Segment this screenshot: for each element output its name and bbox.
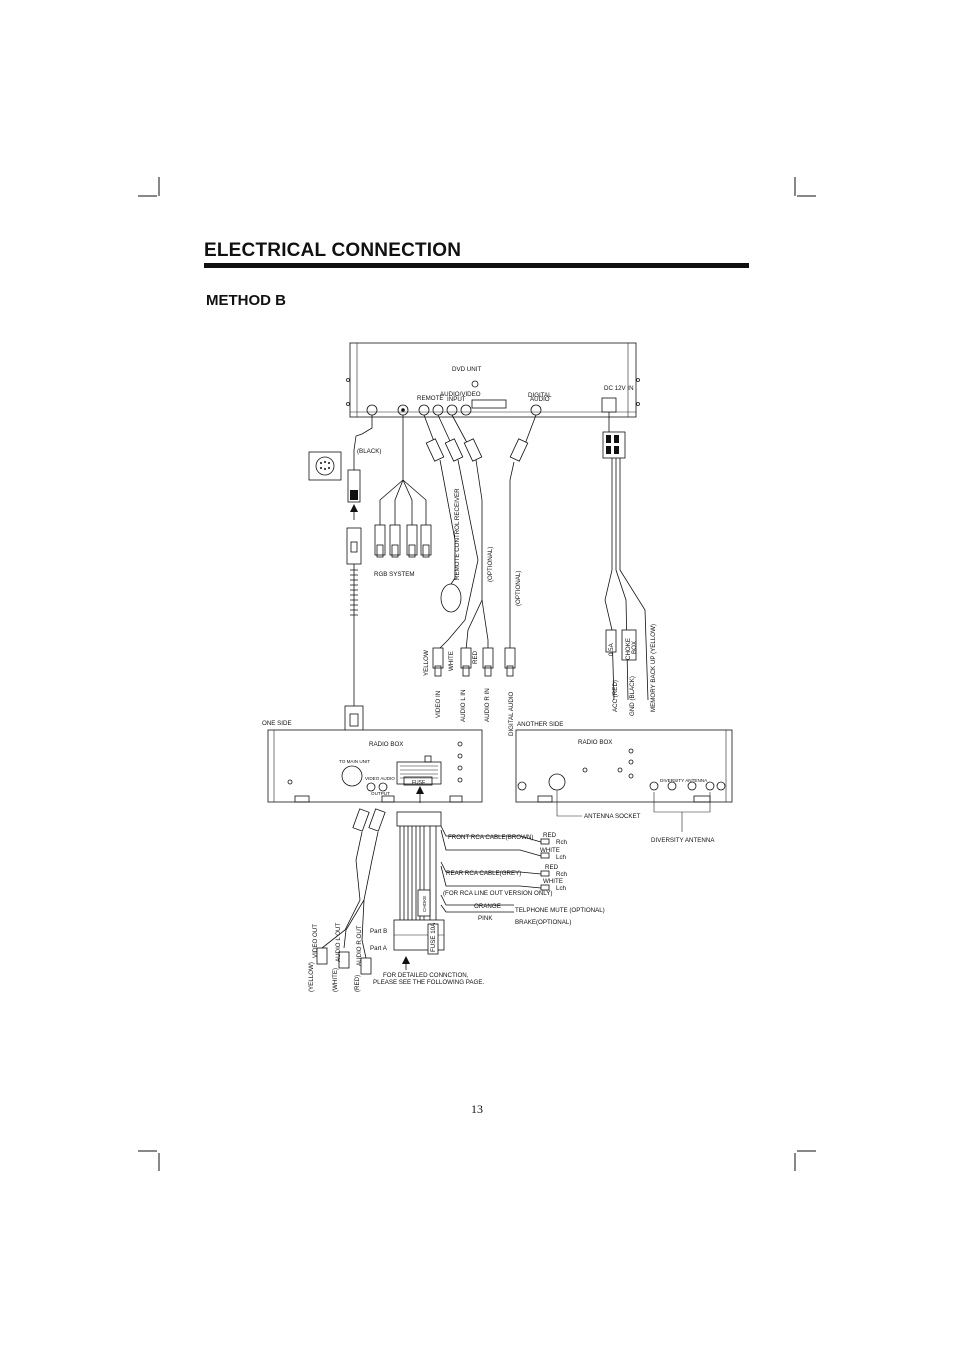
yellow-paren-label: (YELLOW) bbox=[308, 962, 315, 992]
dvd-unit-label: DVD UNIT bbox=[452, 366, 481, 373]
diversity-antenna-panel-label: DIVERSITY ANTENNA bbox=[660, 778, 708, 783]
wiring-harness bbox=[393, 811, 550, 970]
rgb-system-cable bbox=[374, 415, 432, 558]
red-label: RED bbox=[472, 650, 479, 664]
av-input-label-1: AUDIO/VIDEO bbox=[440, 391, 481, 398]
dvd-unit bbox=[346, 342, 640, 418]
to-main-unit-label: TO MAIN UNIT bbox=[339, 759, 370, 764]
detail-note-line1: FOR DETAILED CONNCTION, bbox=[383, 972, 469, 979]
digital-port-label-1: DIGITAL bbox=[528, 392, 552, 399]
white-label: WHITE bbox=[448, 651, 455, 671]
one-side-label: ONE SIDE bbox=[262, 720, 292, 727]
black-label: (BLACK) bbox=[357, 448, 381, 455]
page-number: 13 bbox=[471, 1102, 483, 1116]
rear-lch-label: Lch bbox=[556, 885, 567, 892]
front-red-label: RED bbox=[543, 832, 557, 839]
brake-label: BRAKE(OPTIONAL) bbox=[515, 919, 571, 926]
telephone-mute-label: TELPHONE MUTE (OPTIONAL) bbox=[515, 907, 605, 914]
fuse-label: FUSE bbox=[412, 780, 426, 786]
front-rch-label: Rch bbox=[556, 839, 568, 846]
black-connector-cable bbox=[308, 415, 373, 770]
memory-backup-label: MEMORY BACK UP (YELLOW) bbox=[650, 624, 657, 712]
fuse-05a-label: 0.5A bbox=[608, 642, 615, 656]
front-lch-label: Lch bbox=[556, 854, 567, 861]
radio-box-another-side bbox=[515, 729, 733, 832]
remote-receiver-label: REMOTE CONTROL RECEIVER bbox=[454, 488, 461, 580]
optional-av-label: (OPTIONAL) bbox=[487, 547, 494, 582]
part-a-label: Part A bbox=[370, 945, 388, 952]
section-title: METHOD B bbox=[206, 292, 286, 309]
acc-label: ACC (RED) bbox=[612, 680, 619, 712]
rear-white-label: WHITE bbox=[543, 878, 563, 885]
power-cable bbox=[602, 412, 649, 701]
radio-box-right-label: RADIO BOX bbox=[578, 739, 612, 746]
orange-label: ORANGE bbox=[474, 903, 501, 910]
choke-box-label-2: BOX bbox=[631, 641, 638, 654]
another-side-label: ANOTHER SIDE bbox=[517, 721, 563, 728]
rear-red-label: RED bbox=[545, 864, 559, 871]
audio-l-in-label: AUDIO L IN bbox=[460, 690, 467, 722]
choke-side-label: CHOKE bbox=[422, 896, 427, 912]
red-paren-label: (RED) bbox=[354, 975, 361, 992]
front-white-label: WHITE bbox=[540, 847, 560, 854]
diversity-antenna-label: DIVERSITY ANTENNA bbox=[651, 837, 715, 844]
av-input-cables bbox=[423, 414, 494, 677]
rgb-system-label: RGB SYSTEM bbox=[374, 571, 415, 578]
remote-label: REMOTE bbox=[417, 395, 443, 402]
optional-digital-label: (OPTIONAL) bbox=[515, 571, 522, 606]
radio-box-one-side bbox=[267, 729, 483, 803]
fuse-10a-label: FUSE 10A bbox=[430, 922, 437, 952]
front-rca-label: FRONT RCA CABLE(BROWN) bbox=[448, 834, 534, 841]
digital-audio-label: DIGITAL AUDIO bbox=[508, 691, 515, 736]
video-out-label: VIDEO OUT bbox=[312, 924, 319, 958]
rear-rca-label: REAR RCA CABLE(GREY) bbox=[446, 870, 521, 877]
output-label: OUTPUT bbox=[371, 791, 390, 796]
digital-port-label-2: AUDIO bbox=[530, 396, 550, 403]
audio-l-out-label: AUDIO L OUT bbox=[335, 922, 342, 962]
detail-note-line2: PLEASE SEE THE FOLLOWING PAGE. bbox=[373, 979, 484, 986]
choke-box-label-1: CHOKE bbox=[625, 638, 632, 660]
title-rule bbox=[204, 263, 749, 268]
audio-r-in-label: AUDIO R IN bbox=[484, 688, 491, 722]
video-in-label: VIDEO IN bbox=[435, 691, 442, 718]
dc-in-label: DC 12V IN bbox=[604, 385, 634, 392]
antenna-socket-label: ANTENNA SOCKET bbox=[584, 813, 641, 820]
rear-rch-label: Rch bbox=[556, 871, 568, 878]
rca-output-cables bbox=[316, 808, 386, 975]
rca-line-out-note: (FOR RCA LINE OUT VERSION ONLY) bbox=[443, 890, 552, 897]
pink-label: PINK bbox=[478, 915, 493, 922]
white-paren-label: (WHITE) bbox=[332, 968, 339, 992]
digital-audio-cable bbox=[504, 414, 537, 677]
radio-box-left-label: RADIO BOX bbox=[369, 741, 403, 748]
page-title: ELECTRICAL CONNECTION bbox=[204, 240, 462, 261]
av-input-label-2: INPUT bbox=[447, 396, 466, 403]
audio-r-out-label: AUDIO R OUT bbox=[356, 925, 363, 966]
gnd-label: GND (BLACK) bbox=[629, 676, 636, 716]
yellow-label: YELLOW bbox=[423, 650, 430, 676]
part-b-label: Part B bbox=[370, 928, 387, 935]
video-audio-label: VIDEO AUDIO bbox=[365, 776, 395, 781]
